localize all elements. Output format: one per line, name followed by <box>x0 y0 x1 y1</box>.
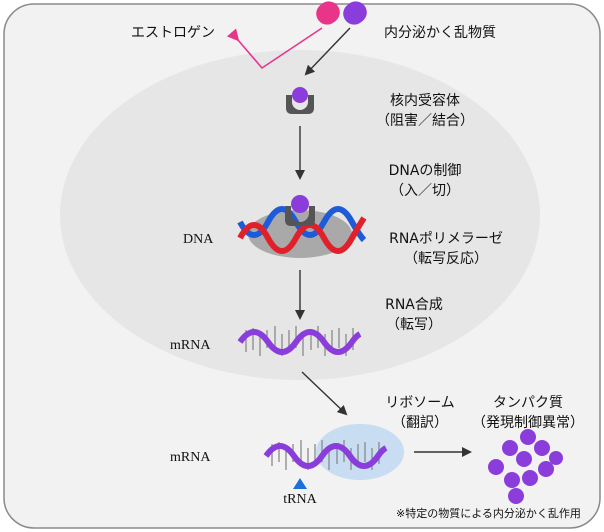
ribosome-shape <box>316 424 404 480</box>
dna-strand-blue <box>237 206 367 243</box>
dna-control-note: （入／切） <box>390 183 460 199</box>
endocrine-disruptor-label: 内分泌かく乱物質 <box>384 25 496 41</box>
protein-label: タンパク質 <box>493 395 563 411</box>
nuclear-receptor-label: 核内受容体 <box>390 93 460 109</box>
rna-synthesis-note: （転写） <box>386 317 442 333</box>
estrogen-label: エストロゲン <box>131 25 215 41</box>
mrna-label-2: mRNA <box>170 450 211 465</box>
protein-cluster-icon <box>488 429 563 504</box>
estrogen-pill-icon <box>316 1 340 25</box>
ribosome-note: （翻訳） <box>392 415 448 431</box>
dna-label: DNA <box>183 232 214 247</box>
rna-synthesis-label: RNA合成 <box>385 297 443 313</box>
nuclear-receptor-note: （阻害／結合） <box>376 113 474 129</box>
footnote: ※特定の物質による内分泌かく乱作用 <box>396 507 581 520</box>
mrna-wave-2 <box>263 443 388 469</box>
mrna-to-ribosome-arrow <box>301 371 348 416</box>
nuclear-receptor-icon <box>286 87 314 114</box>
dna-control-label: DNAの制御 <box>388 163 462 179</box>
ribosome-label: リボソーム <box>385 395 455 411</box>
mrna-label-1: mRNA <box>170 338 211 353</box>
estrogen-arrow <box>226 27 323 70</box>
dna-receptor-complex-icon <box>285 195 315 226</box>
rna-polymerase-note: （転写反応） <box>404 251 488 267</box>
rna-polymerase-label: RNAポリメラーゼ <box>389 231 503 247</box>
mrna-wave-1 <box>237 329 362 355</box>
endocrine-disruptor-pill-icon <box>343 1 367 25</box>
protein-note: （発現制御異常） <box>472 415 584 431</box>
trna-marker-icon <box>293 478 307 489</box>
trna-label: tRNA <box>283 492 317 507</box>
disruptor-to-receptor-arrow <box>304 27 351 76</box>
